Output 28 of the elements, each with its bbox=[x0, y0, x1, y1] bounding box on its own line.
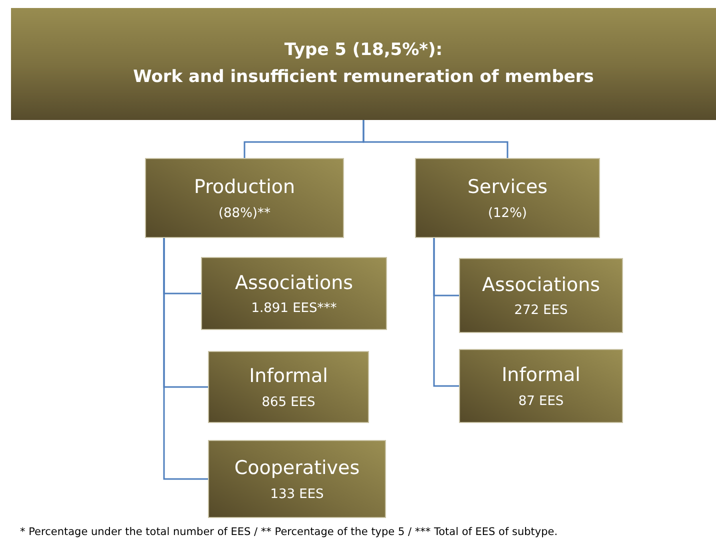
category-name: Production bbox=[194, 175, 296, 200]
category-name: Informal bbox=[249, 364, 328, 389]
category-box bbox=[415, 158, 600, 238]
category-name: Informal bbox=[502, 363, 580, 388]
category-value: (12%) bbox=[488, 206, 528, 221]
connector-line bbox=[433, 238, 459, 387]
category-box bbox=[459, 258, 623, 333]
header-box bbox=[11, 8, 716, 120]
category-name: Associations bbox=[482, 272, 600, 298]
category-name: Associations bbox=[234, 270, 354, 296]
category-box bbox=[208, 351, 369, 423]
category-value: 1.891 EES*** bbox=[251, 301, 337, 316]
category-box bbox=[145, 158, 344, 238]
category-box bbox=[459, 349, 623, 423]
heading-text: Type 5 (18,5%*): bbox=[284, 38, 443, 62]
category-value: (88%)** bbox=[218, 206, 271, 221]
category-value: 865 EES bbox=[262, 394, 316, 410]
category-box bbox=[201, 257, 387, 330]
heading-text: Work and insufficient remuneration of members bbox=[133, 66, 594, 89]
category-value: 272 EES bbox=[514, 303, 568, 318]
category-value: 133 EES bbox=[270, 486, 324, 502]
connector-line bbox=[163, 238, 208, 480]
category-name: Cooperatives bbox=[234, 456, 360, 481]
connector-line bbox=[362, 120, 508, 158]
category-box bbox=[208, 440, 386, 518]
category-value: 87 EES bbox=[518, 394, 564, 409]
category-name: Services bbox=[467, 175, 548, 200]
footnote-text: * Percentage under the total number of EES / ** Percentage of the type 5 / *** Total of EES of subtype. bbox=[20, 526, 558, 538]
